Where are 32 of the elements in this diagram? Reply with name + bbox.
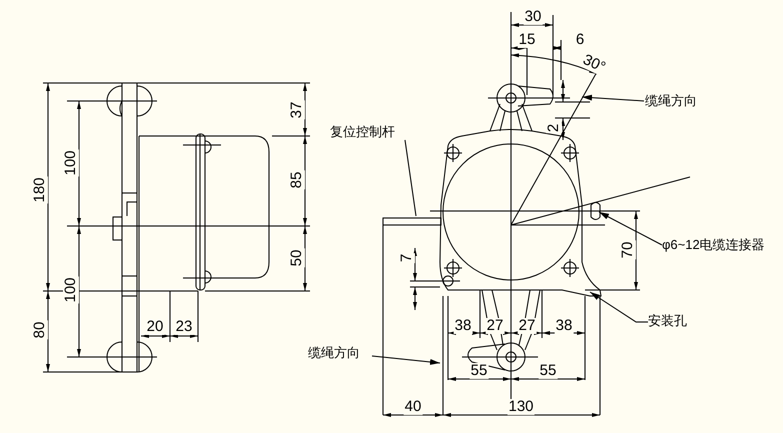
dimension-label: 2 <box>546 122 562 134</box>
dimension-label: 27 <box>486 318 504 334</box>
dimension-label: 100 <box>63 149 79 177</box>
callout-text: 缆绳方向 <box>308 345 360 361</box>
leader-line <box>590 292 648 322</box>
dimension-label: 30 <box>524 9 542 25</box>
dimension-label: 38 <box>454 318 472 334</box>
callout-text: φ6~12电缆连接器 <box>662 237 765 253</box>
leader-line <box>372 356 440 365</box>
dimension-label: 55 <box>470 363 488 379</box>
dimension-label: 180 <box>32 176 48 204</box>
leader-line <box>404 140 416 216</box>
dimension-label: 80 <box>32 320 48 340</box>
dimension-label: 37 <box>289 100 305 120</box>
callout-text: 复位控制杆 <box>330 124 395 140</box>
leader-line <box>598 212 662 246</box>
dimension-label: 15 <box>518 32 536 48</box>
dimension-label: 23 <box>174 319 194 335</box>
dimension-label: 85 <box>289 170 305 190</box>
dimension-label: 70 <box>620 240 636 260</box>
dimension-label: 55 <box>538 363 558 379</box>
dimension-label: 100 <box>63 276 79 304</box>
dimension-label: 40 <box>404 399 422 415</box>
dimension-label: 7 <box>399 252 415 264</box>
dimension-label: 27 <box>518 318 536 334</box>
dimension-label: 20 <box>146 319 164 335</box>
dimension-label: 130 <box>507 399 535 415</box>
callout-text: 安装孔 <box>648 313 687 329</box>
dimension-label: 38 <box>554 318 574 334</box>
dimension-label: 50 <box>289 248 305 268</box>
callout-text: 缆绳方向 <box>645 93 697 109</box>
leader-line <box>582 94 644 102</box>
